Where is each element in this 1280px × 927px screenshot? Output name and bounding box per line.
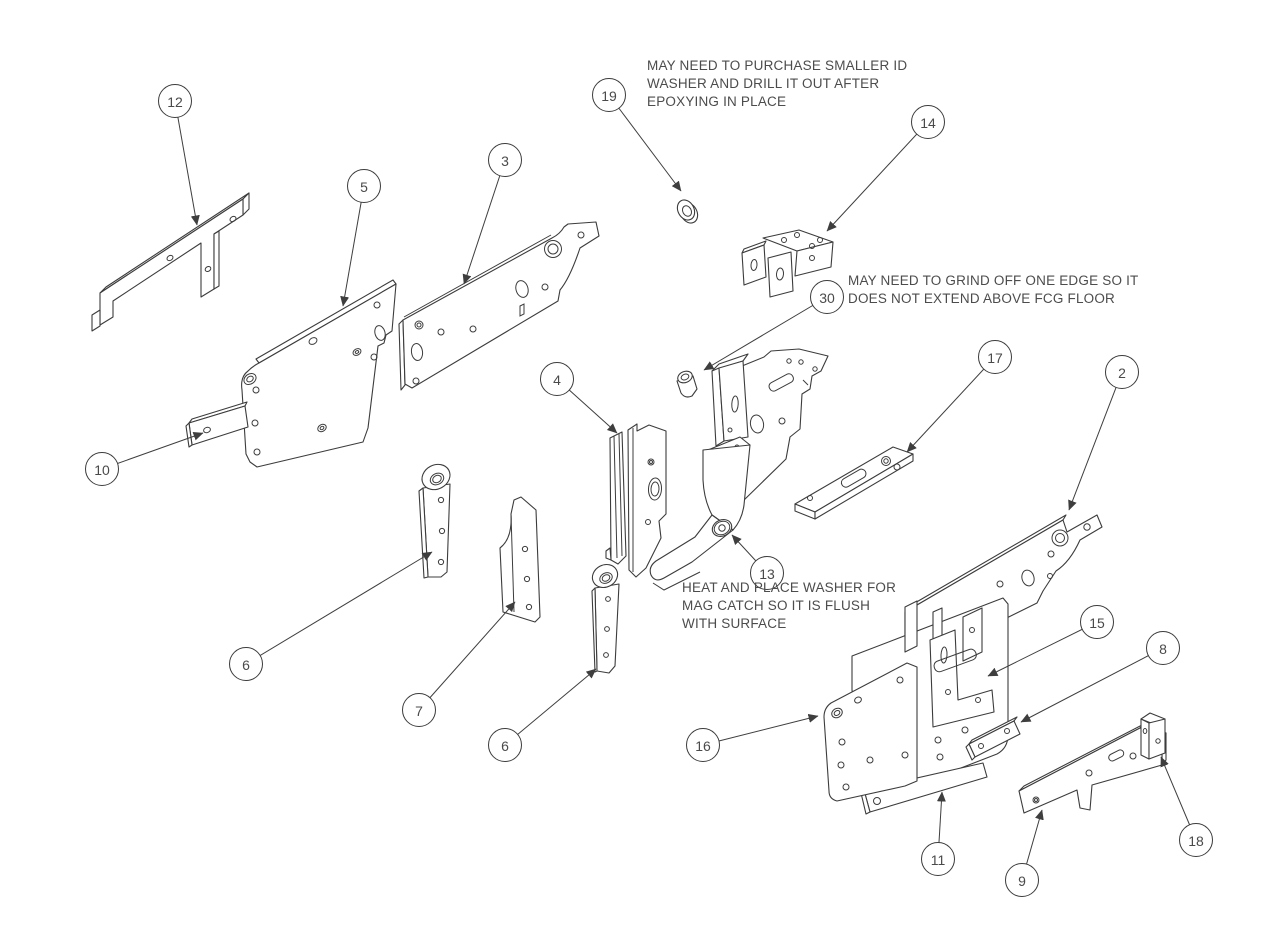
balloon-5: 5 <box>347 169 381 203</box>
part-6-link-left <box>418 463 451 579</box>
leader-10 <box>101 431 204 470</box>
note-washer-epoxy: MAY NEED TO PURCHASE SMALLER ID WASHER A… <box>647 58 908 109</box>
leader-17 <box>906 356 996 453</box>
part-7-ramp-bracket <box>499 496 541 623</box>
balloon-19: 19 <box>592 78 626 112</box>
balloon-8: 8 <box>1146 631 1180 665</box>
leader-30 <box>703 296 828 371</box>
leader-lines <box>101 94 1197 881</box>
leader-15 <box>987 621 1098 677</box>
center-wing-plate <box>741 348 829 503</box>
leader-16 <box>702 713 819 746</box>
part-6-link-lower <box>591 563 620 674</box>
leader-5 <box>340 185 365 307</box>
part-18-end-block <box>1140 712 1166 760</box>
balloon-30: 30 <box>810 280 844 314</box>
part-19-washer <box>676 199 699 224</box>
balloon-16: 16 <box>686 728 720 762</box>
balloon-12: 12 <box>158 84 192 118</box>
leader-2 <box>1068 371 1123 511</box>
note-mag-catch: HEAT AND PLACE WASHER FOR MAG CATCH SO I… <box>682 580 897 631</box>
part-3-side-plate <box>398 221 600 391</box>
balloon-4: 4 <box>540 362 574 396</box>
balloon-3: 3 <box>488 143 522 177</box>
balloon-10: 10 <box>85 452 119 486</box>
balloon-14: 14 <box>911 105 945 139</box>
balloon-11: 11 <box>921 842 955 876</box>
lower-receiver-assembly <box>823 597 1021 815</box>
part-17-slotted-strap <box>794 446 914 520</box>
balloon-7: 7 <box>402 693 436 727</box>
balloon-17: 17 <box>978 340 1012 374</box>
part-4-channel <box>605 423 667 578</box>
part-10-tab <box>185 401 249 448</box>
balloon-13: 13 <box>750 556 784 590</box>
part-12-rail-bracket <box>91 192 250 332</box>
magwell-bracket <box>649 353 751 591</box>
part-14-clevis-bracket <box>741 229 834 298</box>
leader-3 <box>462 159 506 285</box>
leader-7 <box>418 601 516 711</box>
leader-8 <box>1020 647 1164 723</box>
part-5-plate <box>241 279 397 468</box>
balloon-6-left: 6 <box>229 647 263 681</box>
leader-19 <box>608 94 682 192</box>
balloon-2: 2 <box>1105 355 1139 389</box>
leader-14 <box>826 121 929 232</box>
balloon-9: 9 <box>1005 863 1039 897</box>
balloon-15: 15 <box>1080 605 1114 639</box>
balloon-6-lower: 6 <box>488 728 522 762</box>
note-grind-edge: MAY NEED TO GRIND OFF ONE EDGE SO IT DOE… <box>848 273 1139 306</box>
leader-6a <box>245 551 433 665</box>
part-30-bushing <box>676 370 698 398</box>
leader-12 <box>174 100 200 226</box>
balloon-18: 18 <box>1179 823 1213 857</box>
leader-6b <box>504 668 597 746</box>
